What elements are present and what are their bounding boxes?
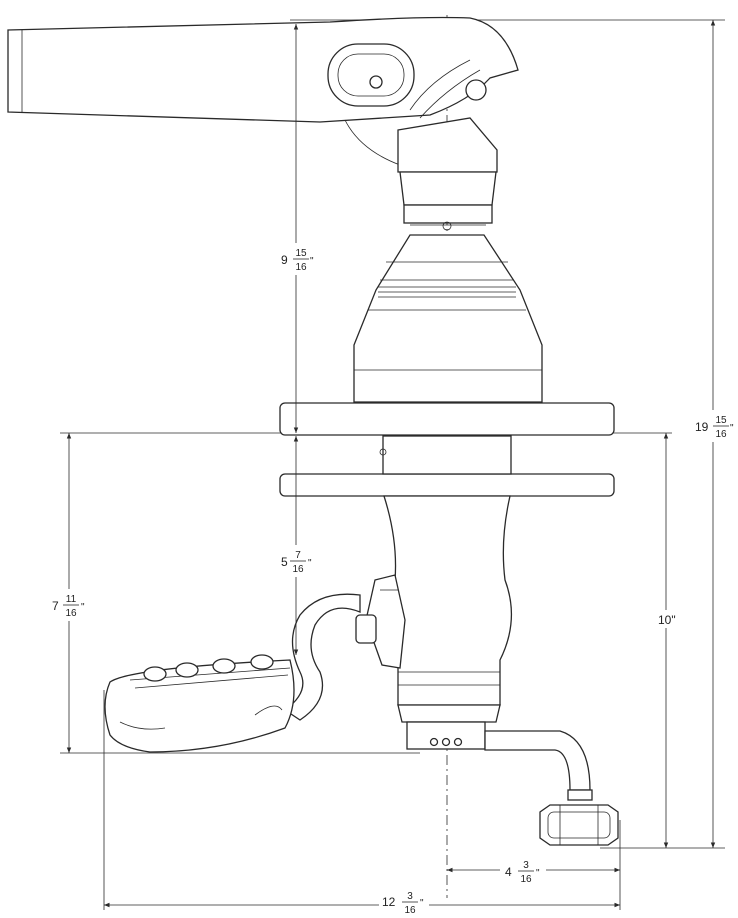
svg-text:12: 12 [382,895,396,909]
dim-label-d1: 9 15 16 " [276,243,316,275]
svg-text:": " [308,558,312,569]
hand-grip [104,654,295,753]
svg-text:10": 10" [658,613,676,627]
collar [382,435,512,475]
base-bracket [484,730,593,801]
svg-text:": " [310,256,314,267]
throttle-head [397,117,498,231]
svg-text:3: 3 [523,860,529,871]
svg-text:16: 16 [520,874,532,885]
lower-flange [279,473,615,497]
svg-text:": " [536,868,540,879]
dim-label-d3: 5 7 16 " [277,545,315,577]
svg-text:": " [81,602,85,613]
svg-text:16: 16 [295,262,307,273]
dim-label-d6: 4 3 16 " [500,855,546,887]
svg-text:15: 15 [715,415,727,426]
dim-label-d7: 12 3 16 " [379,889,429,918]
svg-text:16: 16 [65,608,77,619]
dim-label-d5: 10" [656,610,684,628]
dim-label-d4: 7 11 16 " [49,589,89,621]
svg-text:16: 16 [715,429,727,440]
svg-text:3: 3 [407,891,413,902]
svg-text:16: 16 [292,564,304,575]
dim-label-d2: 19 15 16 " [694,410,738,442]
svg-text:16: 16 [404,905,416,916]
foot-knob [539,804,619,846]
svg-text:19: 19 [695,420,709,434]
svg-text:": " [730,423,734,434]
tiller-arm [7,16,519,166]
lower-body [383,495,513,750]
svg-text:7: 7 [52,599,59,613]
svg-text:15: 15 [295,248,307,259]
svg-text:9: 9 [281,253,288,267]
tapered-body [353,234,543,403]
svg-text:": " [420,898,424,909]
svg-text:7: 7 [295,550,301,561]
svg-text:5: 5 [281,555,288,569]
svg-text:4: 4 [505,865,512,879]
svg-text:11: 11 [66,594,77,605]
side-knob [355,574,406,669]
upper-flange [279,402,615,436]
